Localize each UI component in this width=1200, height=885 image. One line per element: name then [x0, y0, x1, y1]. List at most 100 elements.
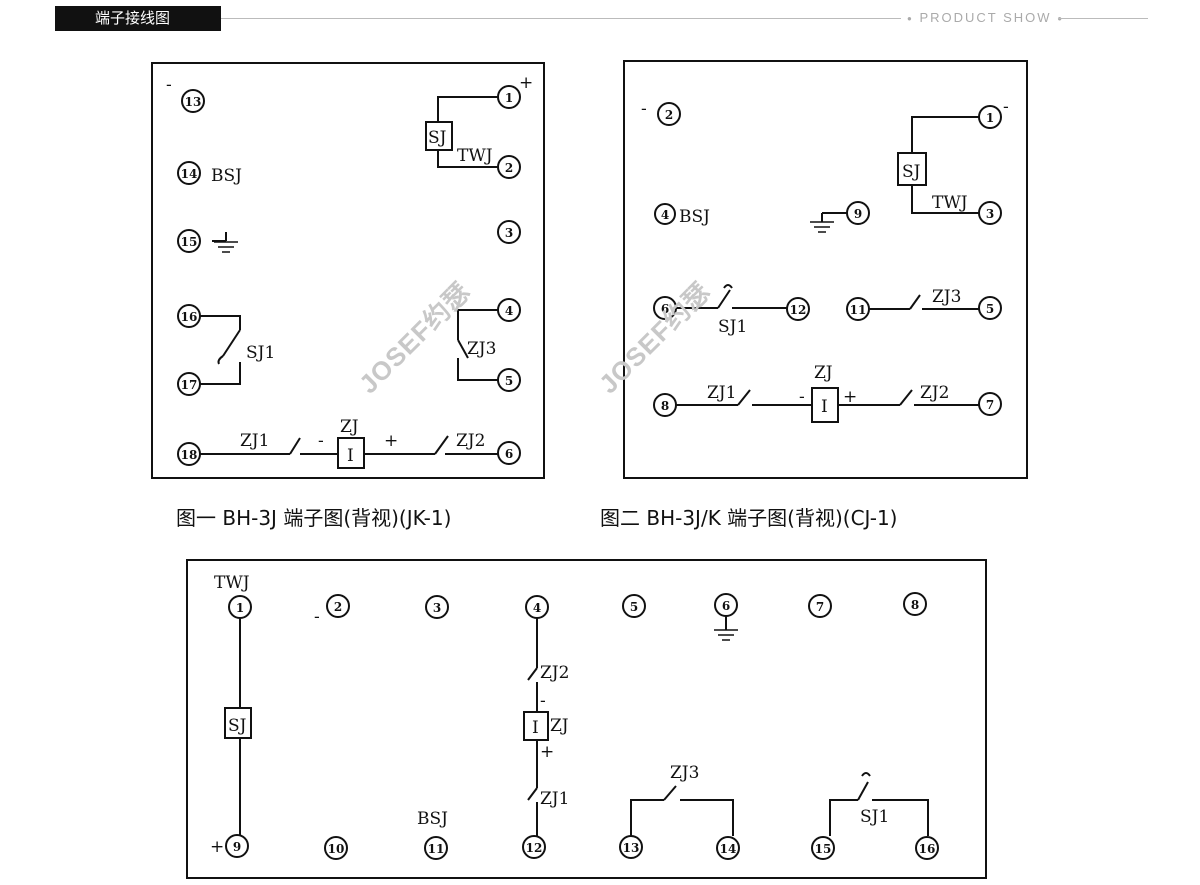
- fig3-wiring: [224, 616, 929, 836]
- svg-text:16: 16: [181, 310, 198, 324]
- figure-2: 2 4 6 8 1 3 9 12 11 5 7: [623, 60, 1028, 479]
- figure-2-caption: 图二 BH-3J/K 端子图(背视)(CJ-1): [600, 506, 898, 530]
- svg-text:2: 2: [334, 600, 342, 614]
- svg-text:ZJ3: ZJ3: [467, 339, 496, 359]
- fig1-terminal: 5: [497, 368, 521, 392]
- product-show-text: PRODUCT SHOW: [919, 10, 1052, 25]
- fig3-terminal: 7: [808, 594, 832, 618]
- svg-text:ZJ1: ZJ1: [240, 431, 269, 451]
- fig1-terminal: 13: [181, 89, 205, 113]
- svg-text:2: 2: [505, 161, 513, 175]
- fig3-terminal: 1: [228, 595, 252, 619]
- svg-text:2: 2: [665, 108, 673, 122]
- fig1-terminal: 15: [177, 229, 201, 253]
- svg-text:10: 10: [328, 842, 345, 856]
- fig3-terminal: 16: [915, 836, 939, 860]
- svg-text:-: -: [318, 431, 324, 451]
- svg-text:TWJ: TWJ: [457, 146, 493, 166]
- svg-text:-: -: [799, 387, 805, 407]
- fig3-labels: TWJ - SJ + BSJ ZJ2 - I ZJ + ZJ1 ZJ3 SJ1: [210, 573, 889, 857]
- fig1-terminal: 4: [497, 298, 521, 322]
- fig1-frame: [151, 62, 545, 479]
- svg-text:1: 1: [986, 111, 994, 125]
- svg-text:7: 7: [816, 600, 824, 614]
- svg-text:17: 17: [181, 378, 198, 392]
- svg-text:SJ1: SJ1: [718, 317, 747, 337]
- svg-text:-: -: [314, 607, 320, 627]
- svg-text:-: -: [540, 691, 546, 711]
- svg-text:ZJ1: ZJ1: [540, 789, 569, 809]
- svg-text:ZJ3: ZJ3: [670, 763, 699, 783]
- svg-text:ZJ: ZJ: [814, 363, 833, 383]
- fig1-labels: - + SJ TWJ BSJ SJ1 ZJ3 ZJ1 - ZJ I + ZJ2: [166, 73, 533, 466]
- figure-3: 1 2 3 4 5 6 7 8 9 10 11 12 13 14 15 16: [186, 559, 987, 879]
- fig2-wiring: [676, 116, 979, 423]
- header-divider: [221, 18, 901, 19]
- svg-text:15: 15: [815, 842, 832, 856]
- fig1-terminal: 1: [497, 85, 521, 109]
- fig3-terminal: 14: [716, 836, 740, 860]
- svg-text:I: I: [532, 718, 539, 738]
- svg-text:12: 12: [790, 303, 807, 317]
- fig1-terminal: 3: [497, 220, 521, 244]
- svg-text:I: I: [347, 446, 354, 466]
- svg-text:13: 13: [623, 841, 640, 855]
- fig1-terminal: 6: [497, 441, 521, 465]
- svg-text:1: 1: [236, 601, 244, 615]
- fig2-labels: - - SJ TWJ BSJ SJ1 ZJ3 ZJ1 - ZJ I + ZJ2: [641, 97, 1009, 417]
- fig3-terminal: 11: [424, 836, 448, 860]
- fig2-terminal: 2: [657, 102, 681, 126]
- fig3-frame: [186, 559, 987, 879]
- svg-text:9: 9: [854, 207, 862, 221]
- svg-text:6: 6: [661, 302, 669, 316]
- svg-text:6: 6: [722, 599, 730, 613]
- fig3-terminal: 4: [525, 595, 549, 619]
- fig3-terminal: 15: [811, 836, 835, 860]
- section-tag: 端子接线图: [55, 6, 221, 31]
- svg-text:8: 8: [911, 598, 919, 612]
- svg-text:4: 4: [505, 304, 513, 318]
- fig2-terminal: 3: [978, 201, 1002, 225]
- fig2-terminal: 12: [786, 297, 810, 321]
- svg-text:16: 16: [919, 842, 936, 856]
- svg-text:1: 1: [505, 91, 513, 105]
- svg-text:ZJ2: ZJ2: [540, 663, 569, 683]
- svg-text:+: +: [210, 837, 224, 857]
- fig2-frame: [623, 60, 1028, 479]
- fig1-wiring: [200, 96, 498, 469]
- watermark: JOSEF约瑟: [593, 276, 716, 399]
- svg-text:11: 11: [428, 842, 445, 856]
- svg-text:11: 11: [850, 303, 867, 317]
- svg-text:SJ: SJ: [228, 716, 247, 736]
- fig3-terminal: 2: [326, 594, 350, 618]
- figure-1-caption: 图一 BH-3J 端子图(背视)(JK-1): [176, 506, 452, 530]
- svg-text:TWJ: TWJ: [214, 573, 250, 593]
- svg-text:BSJ: BSJ: [417, 809, 448, 829]
- svg-text:ZJ3: ZJ3: [932, 287, 961, 307]
- svg-text:13: 13: [185, 95, 202, 109]
- fig3-terminal: 5: [622, 594, 646, 618]
- svg-text:SJ1: SJ1: [860, 807, 889, 827]
- svg-text:SJ: SJ: [902, 162, 921, 182]
- svg-text:-: -: [1003, 97, 1009, 117]
- fig2-terminal: 8: [653, 393, 677, 417]
- svg-text:+: +: [519, 73, 533, 93]
- fig2-terminal: 11: [846, 297, 870, 321]
- svg-text:+: +: [540, 742, 554, 762]
- svg-text:6: 6: [505, 447, 513, 461]
- fig3-terminal: 12: [522, 835, 546, 859]
- svg-text:12: 12: [526, 841, 543, 855]
- svg-text:14: 14: [181, 167, 198, 181]
- svg-text:14: 14: [720, 842, 737, 856]
- svg-text:ZJ2: ZJ2: [920, 383, 949, 403]
- svg-text:7: 7: [986, 398, 994, 412]
- svg-text:5: 5: [630, 600, 638, 614]
- svg-text:3: 3: [433, 601, 441, 615]
- watermarks: JOSEF约瑟 JOSEF约瑟: [353, 276, 716, 399]
- svg-text:5: 5: [505, 374, 513, 388]
- svg-text:3: 3: [505, 226, 513, 240]
- svg-text:3: 3: [986, 207, 994, 221]
- fig2-terminal: 1: [978, 105, 1002, 129]
- svg-text:SJ: SJ: [428, 128, 447, 148]
